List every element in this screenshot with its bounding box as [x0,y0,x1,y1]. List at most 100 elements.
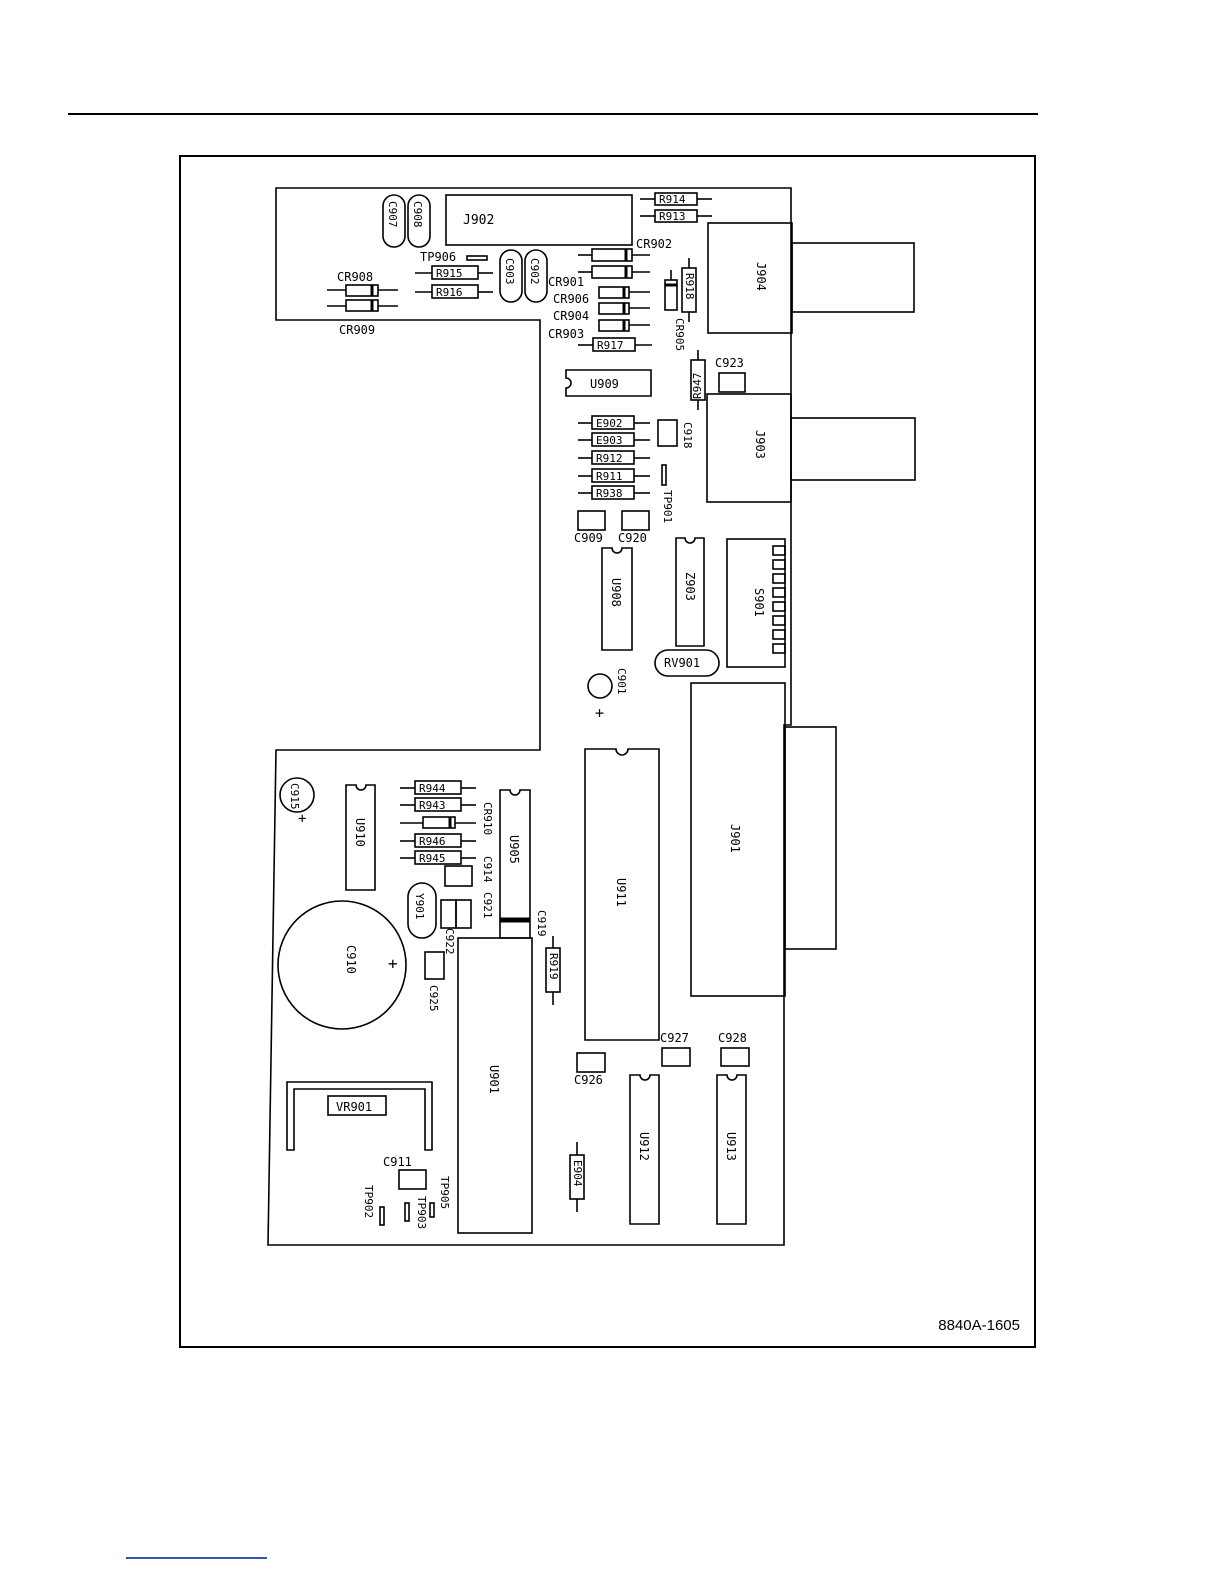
c903-capacitor [499,249,523,303]
tp905-pad [429,1202,435,1218]
cr905-label: CR905 [673,318,686,351]
s901-levers [772,545,786,654]
j903-connector [706,393,792,503]
tp902-pad [379,1206,385,1226]
tp901-pad [661,464,667,486]
c927-capacitor [661,1047,691,1067]
c915-plus: + [298,811,306,827]
c910-plus: + [388,954,398,973]
c901-label: C901 [615,668,628,695]
c911-label: C911 [383,1155,412,1169]
c914-label: C914 [481,856,494,883]
j904-label: J904 [754,262,768,291]
u908-label: U908 [609,578,623,607]
u913-chip [716,1074,747,1225]
footer-link-rule [126,1557,267,1559]
c907-label: C907 [386,201,399,228]
j904-body [791,242,915,313]
c915-label: C915 [288,783,301,810]
tp906-pad [466,255,488,261]
r914-label: R914 [659,193,686,206]
tp903-pad [404,1202,410,1222]
r946-label: R946 [419,835,446,848]
c928-capacitor [720,1047,750,1067]
c928-label: C928 [718,1031,747,1045]
c921-capacitor [455,899,472,929]
r912-label: R912 [596,452,623,465]
c908-capacitor [407,194,431,248]
tp906-label: TP906 [420,250,456,264]
u913-label: U913 [724,1132,738,1161]
c915-capacitor [279,777,315,813]
r947-label: R947 [691,373,704,400]
c923-label: C923 [715,356,744,370]
rv901-label: RV901 [664,656,700,670]
c911-capacitor [398,1169,427,1190]
j904-connector [707,222,793,334]
c921-label: C921 [481,892,494,919]
cr902-label: CR902 [636,237,672,251]
cr901-label: CR901 [548,275,584,289]
r943-label: R943 [419,799,446,812]
r945-label: R945 [419,852,446,865]
c909-capacitor [577,510,606,531]
c920-capacitor [621,510,650,531]
c918-capacitor [657,419,678,447]
e902-label: E902 [596,417,623,430]
u909-label: U909 [590,377,619,391]
c910-label: C910 [344,945,358,974]
board-outline [267,187,792,1246]
s901-label: S901 [752,588,766,617]
z903-label: Z903 [683,572,697,601]
c901-plus: + [595,704,604,722]
r918-label: R918 [683,273,696,300]
lower-resistor-stack [400,780,476,865]
c902-capacitor [524,249,548,303]
figure-frame: 8840A-1605 [179,155,1036,1348]
c903-label: C903 [503,258,516,285]
tp903-label: TP903 [415,1196,428,1229]
c925-label: C925 [427,985,440,1012]
figure-code: 8840A-1605 [938,1317,1020,1334]
c910-capacitor [277,900,407,1030]
cr910-label: CR910 [481,802,494,835]
c907-capacitor [382,194,406,248]
z903-chip [675,537,705,647]
u901-label: U901 [487,1065,501,1094]
r919-label: R919 [547,953,560,980]
u909-chip [565,369,652,397]
u905-chip [499,789,531,939]
r938-label: R938 [596,487,623,500]
j902-connector [445,194,633,246]
tp902-label: TP902 [362,1185,375,1218]
c919-label: C919 [535,910,548,937]
resistor-stack [578,415,650,500]
u911-chip [584,748,660,1041]
vr901-regulator [327,1095,387,1116]
c926-label: C926 [574,1073,603,1087]
c923-capacitor [718,372,746,393]
tp901-label: TP901 [661,490,674,523]
u910-label: U910 [353,818,367,847]
c922-label: C922 [443,928,456,955]
cr905-diode [664,279,678,311]
c909-label: C909 [574,531,603,545]
c901-capacitor [587,673,613,699]
u912-chip [629,1074,660,1225]
r916-label: R916 [436,286,463,299]
c927-label: C927 [660,1031,689,1045]
e904-label: E904 [571,1160,584,1187]
c920-label: C920 [618,531,647,545]
cr908-label: CR908 [337,270,373,284]
r911-label: R911 [596,470,623,483]
cr909-label: CR909 [339,323,375,337]
tp905-label: TP905 [438,1176,451,1209]
header-rule [68,113,1038,115]
vr901-heatsink [286,1081,433,1151]
j902-label: J902 [463,213,494,228]
r915-label: R915 [436,267,463,280]
c918-label: C918 [681,422,694,449]
r917-label: R917 [597,339,624,352]
